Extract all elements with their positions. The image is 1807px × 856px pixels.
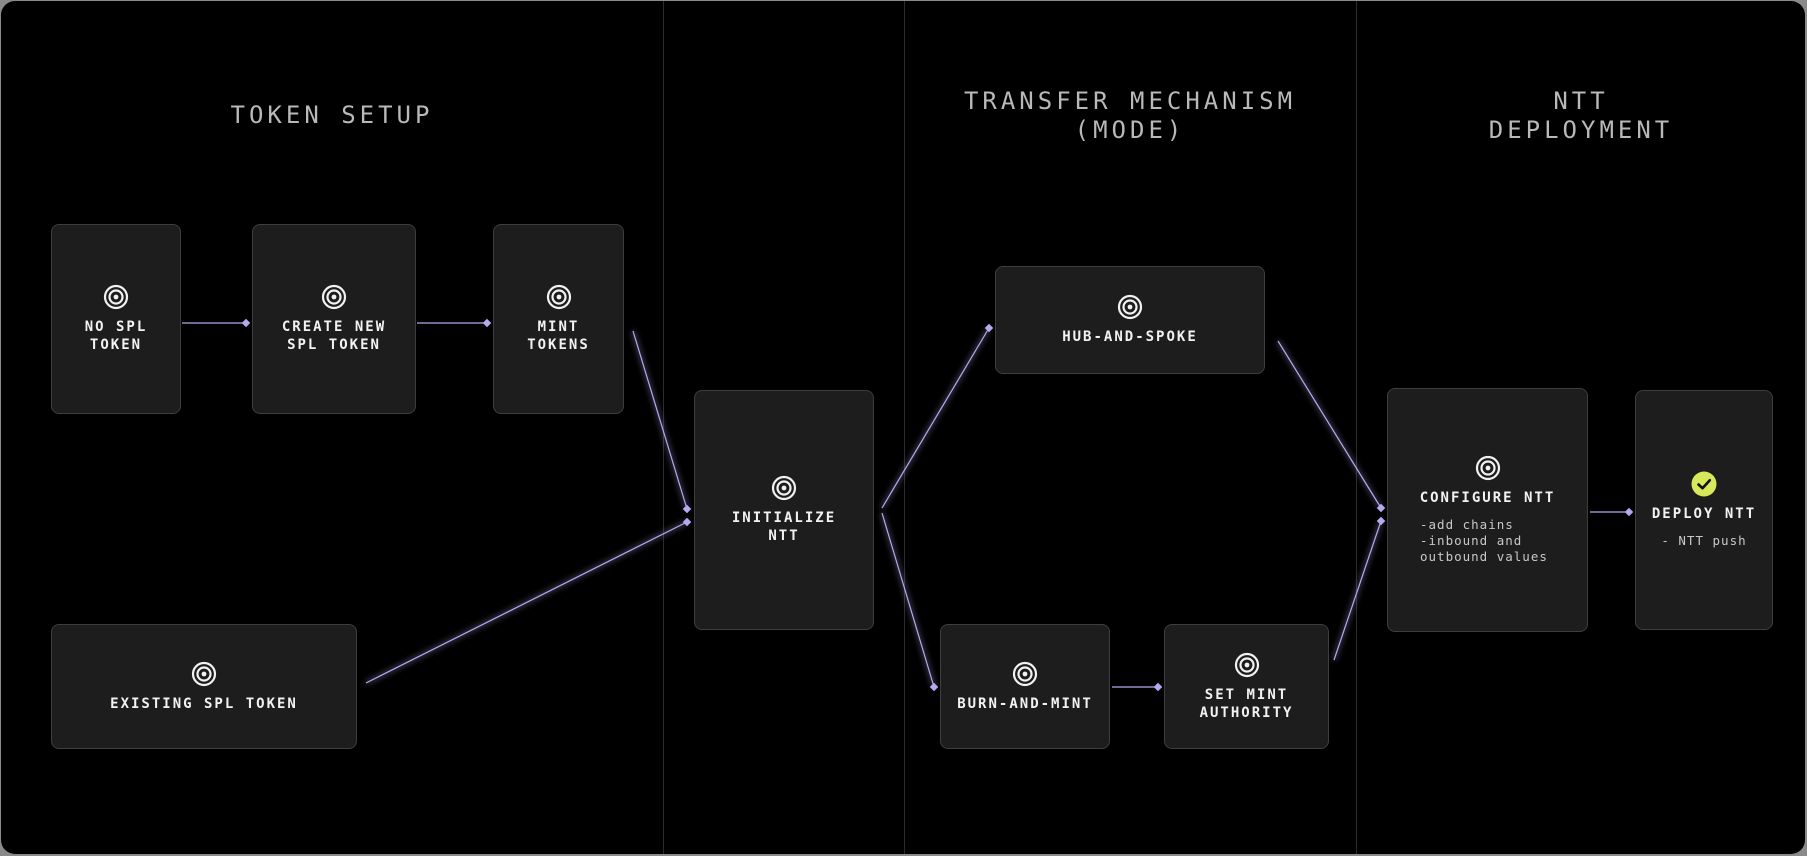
connector-burn-and-mint-to-set-mint-authority: [1112, 682, 1163, 692]
column-divider: [904, 1, 905, 854]
column-divider: [1356, 1, 1357, 854]
target-icon: [771, 475, 797, 501]
connector-initialize-ntt-to-burn-and-mint: [880, 512, 939, 692]
node-label: CONFIGURE NTT: [1419, 490, 1556, 506]
node-note: - NTT push: [1661, 533, 1747, 548]
node-label: EXISTING SPL TOKEN: [110, 695, 298, 712]
node-label: MINT TOKENS: [527, 319, 590, 353]
section-title-token-setup: TOKEN SETUP: [230, 101, 434, 129]
node-mint-tokens[interactable]: MINT TOKENS: [493, 224, 624, 414]
node-no-spl-token[interactable]: NO SPL TOKEN: [51, 224, 181, 414]
connector-no-spl-token-to-create-new-spl-token: [182, 318, 251, 328]
node-create-new-spl-token[interactable]: CREATE NEW SPL TOKEN: [252, 224, 416, 414]
node-label: INITIALIZE NTT: [731, 510, 837, 544]
node-label: HUB-AND-SPOKE: [1062, 329, 1198, 345]
target-icon: [1475, 455, 1500, 481]
target-icon: [103, 284, 129, 310]
node-label: DEPLOY NTT: [1651, 506, 1757, 522]
connector-hub-and-spoke-to-configure-ntt: [1276, 339, 1386, 513]
target-icon: [546, 284, 571, 310]
section-title-transfer-mechanism: TRANSFER MECHANISM (MODE): [963, 87, 1297, 144]
node-burn-and-mint[interactable]: BURN-AND-MINT: [940, 624, 1110, 749]
node-existing-spl-token[interactable]: EXISTING SPL TOKEN: [51, 624, 357, 749]
target-icon: [191, 661, 217, 686]
connector-set-mint-authority-to-configure-ntt: [1332, 516, 1386, 661]
section-title-ntt-deployment: NTT DEPLOYMENT: [1488, 87, 1674, 144]
node-note: -add chains -inbound and outbound values: [1420, 517, 1548, 564]
node-hub-and-spoke[interactable]: HUB-AND-SPOKE: [995, 266, 1265, 374]
connector-initialize-ntt-to-hub-and-spoke: [880, 323, 994, 510]
target-icon: [1012, 661, 1038, 686]
target-icon: [1117, 294, 1143, 320]
node-label: NO SPL TOKEN: [84, 319, 148, 353]
target-icon: [321, 284, 347, 310]
node-set-mint-authority[interactable]: SET MINT AUTHORITY: [1164, 624, 1329, 749]
node-label: BURN-AND-MINT: [957, 695, 1093, 712]
node-initialize-ntt[interactable]: INITIALIZE NTT: [694, 390, 874, 630]
check-circle-icon: [1691, 471, 1717, 497]
target-icon: [1234, 652, 1259, 677]
connector-create-new-spl-token-to-mint-tokens: [417, 318, 492, 328]
node-deploy-ntt[interactable]: DEPLOY NTT - NTT push: [1635, 390, 1773, 630]
connector-configure-ntt-to-deploy-ntt: [1590, 507, 1634, 517]
connector-existing-spl-token-to-initialize-ntt: [365, 517, 692, 685]
node-label: CREATE NEW SPL TOKEN: [281, 319, 387, 353]
connector-mint-tokens-to-initialize-ntt: [631, 330, 692, 514]
node-configure-ntt[interactable]: CONFIGURE NTT -add chains -inbound and o…: [1387, 388, 1588, 632]
node-label: SET MINT AUTHORITY: [1199, 686, 1294, 721]
